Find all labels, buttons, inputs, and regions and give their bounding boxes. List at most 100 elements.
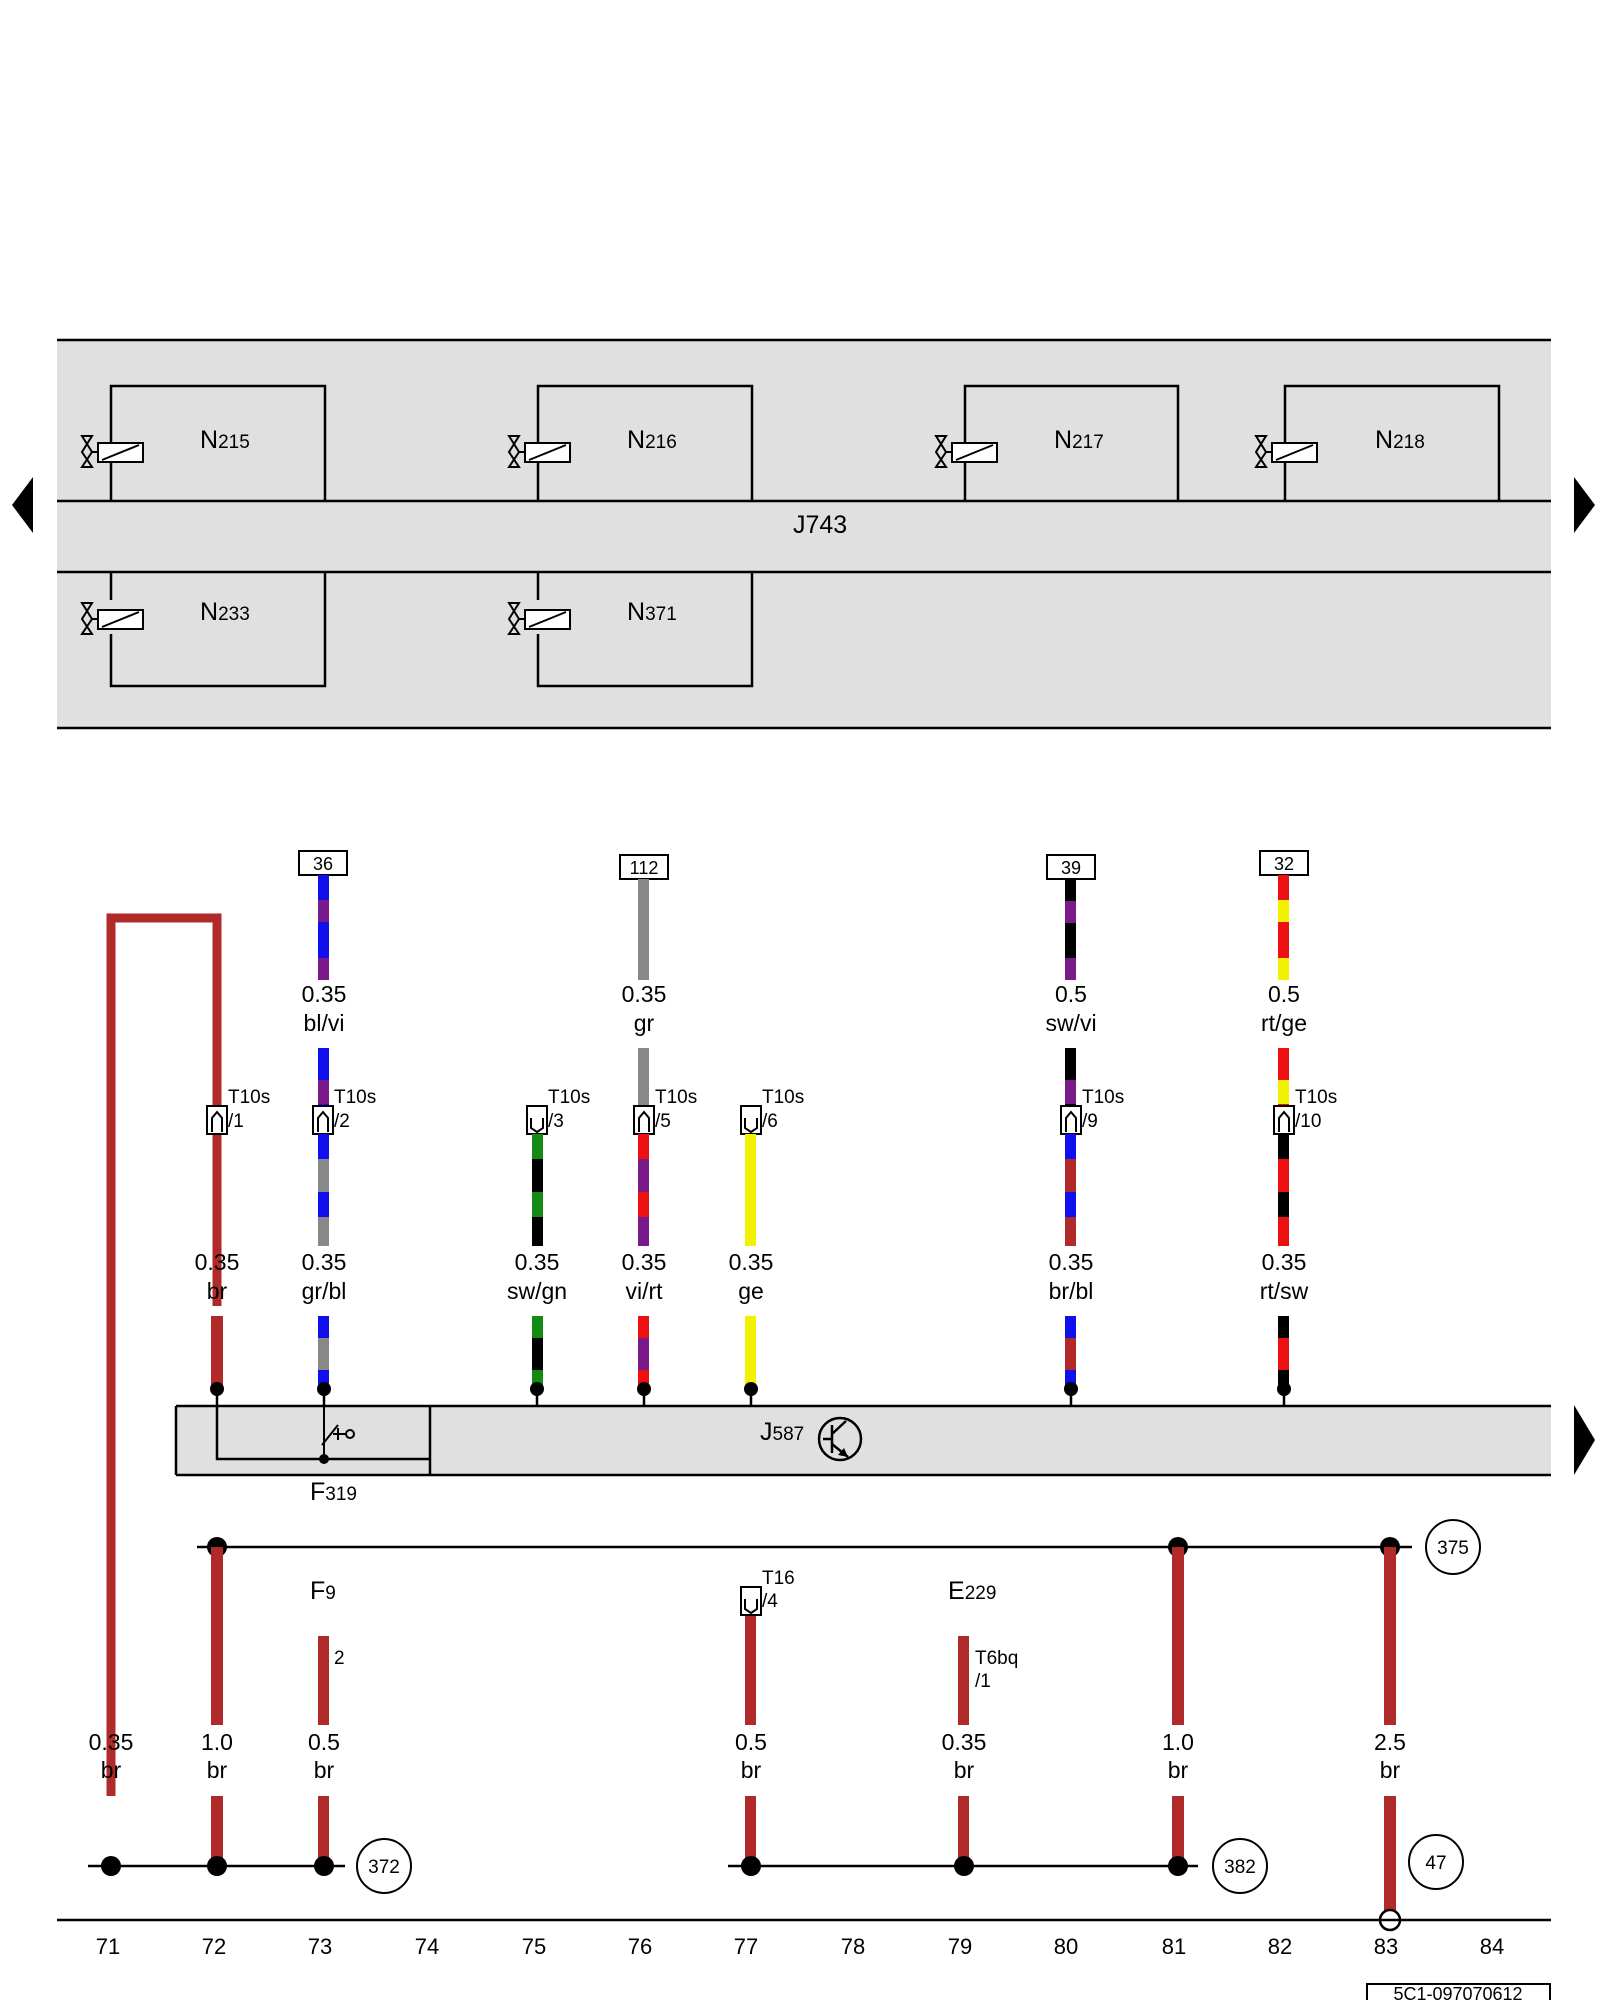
lower-wires [211,1547,1396,1920]
svg-text:T10s: T10s [655,1087,697,1108]
svg-text:72: 72 [202,1934,226,1959]
svg-text:78: 78 [841,1934,865,1959]
svg-text:br/bl: br/bl [1049,1278,1094,1304]
svg-text:/5: /5 [655,1111,671,1132]
valve-n233-label: N233 [200,598,250,626]
ref-box-39 [1046,854,1096,880]
svg-text:T10s: T10s [228,1087,270,1108]
svg-text:vi/rt: vi/rt [625,1278,663,1304]
wire-column-76-upper: 112 0.35 gr [619,854,669,1108]
ref-circle-372-label: 372 [368,1857,400,1878]
mechatronic-module-panel: J743 N215 N216 [57,338,1551,730]
f9-fuse-label: F9 [310,1577,336,1605]
ref-circle-372[interactable] [356,1838,412,1894]
document-code: 5C1-097070612 [1366,1983,1551,2000]
wire-column-75-mid: 0.35 sw/gn [507,1134,567,1386]
svg-text:74: 74 [415,1934,439,1959]
control-unit-j743-label: J743 [793,511,847,539]
t10s-pin-1: T10s /1 [206,1087,270,1135]
column-numbers: 71 72 73 74 75 76 77 78 79 80 81 82 83 8… [96,1934,1504,1959]
t10s-connectors: T10s /1 T10s /2 T10s /3 T10s /5 T10s /6 [206,1087,1337,1135]
continue-arrow-icon[interactable] [1574,1405,1595,1475]
wire-column-73-upper: 36 0.35 bl/vi [298,850,348,1108]
f319-switch-icon [321,1424,339,1446]
svg-text:0.35: 0.35 [729,1249,774,1275]
wire-column-80-mid: 0.35 br/bl [1049,1134,1094,1386]
valve-n218-label: N218 [1375,426,1425,454]
svg-text:0.35: 0.35 [515,1249,560,1275]
wire-column-77-mid: 0.35 ge [729,1134,774,1386]
t10s-pin-2: T10s /2 [312,1087,376,1135]
ref-circle-47[interactable] [1408,1834,1464,1890]
ground-bus-375: 375 [197,1519,1481,1575]
svg-text:0.35: 0.35 [942,1729,987,1755]
ground-point-47: 47 [1378,1834,1464,1932]
wire-39-color: sw/vi [1045,1010,1096,1036]
svg-text:br: br [954,1757,975,1783]
ref-circle-375[interactable] [1425,1519,1481,1575]
svg-text:0.35: 0.35 [195,1249,240,1275]
svg-text:0.5: 0.5 [308,1729,340,1755]
svg-text:/10: /10 [1295,1111,1321,1132]
svg-text:0.35: 0.35 [302,1249,347,1275]
svg-text:/4: /4 [762,1591,778,1612]
ref-circle-47-label: 47 [1425,1853,1446,1874]
j587-label: J587 [760,1418,804,1446]
svg-text:gr/bl: gr/bl [302,1278,347,1304]
svg-text:br: br [207,1278,228,1304]
wire-column-72-mid: 0.35 br [195,1249,240,1304]
ground-bus-372: 372 [88,1838,412,1894]
valve-n215: N215 [80,384,327,501]
loop-wire-br [106,913,222,1796]
page-back-arrow-icon[interactable] [12,477,33,533]
svg-text:76: 76 [628,1934,652,1959]
wire-32-size: 0.5 [1268,981,1300,1007]
svg-text:rt/sw: rt/sw [1260,1278,1309,1304]
page-forward-arrow-icon[interactable] [1574,477,1595,533]
t10s-pin-6: T10s /6 [740,1087,804,1135]
ref-circle-382[interactable] [1212,1838,1268,1894]
ground-bus-382: 382 [728,1838,1268,1894]
svg-text:T10s: T10s [762,1087,804,1108]
svg-text:75: 75 [522,1934,546,1959]
wire-column-82-upper: 32 0.5 rt/ge [1259,850,1309,1108]
valve-n371: N371 [507,572,754,688]
ref-circle-382-label: 382 [1224,1857,1256,1878]
svg-text:1.0: 1.0 [201,1729,233,1755]
svg-text:/9: /9 [1082,1111,1098,1132]
svg-text:/6: /6 [762,1111,778,1132]
svg-text:br: br [1380,1757,1401,1783]
ref-box-32-label: 32 [1274,854,1294,874]
wire-112-size: 0.35 [622,981,667,1007]
t6bq-pin-label: /1 [975,1671,991,1692]
valve-n217-label: N217 [1054,426,1104,454]
wire-112-color: gr [634,1010,655,1036]
svg-text:2.5: 2.5 [1374,1729,1406,1755]
valve-n233: N233 [80,572,327,688]
svg-text:T16: T16 [762,1568,795,1589]
svg-text:0.35: 0.35 [1262,1249,1307,1275]
svg-text:/2: /2 [334,1111,350,1132]
wire-column-76-mid: 0.35 vi/rt [622,1134,666,1386]
svg-text:0.35: 0.35 [89,1729,134,1755]
ref-box-112-label: 112 [630,858,659,878]
f9-pin-label: 2 [334,1648,345,1669]
j587-control-unit-bar: F319 J587 [174,1382,1551,1506]
svg-text:T10s: T10s [1295,1087,1337,1108]
svg-text:/1: /1 [228,1111,244,1132]
svg-text:T10s: T10s [334,1087,376,1108]
wire-36-size: 0.35 [302,981,347,1007]
svg-text:0.5: 0.5 [735,1729,767,1755]
t10s-pin-9: T10s /9 [1060,1087,1124,1135]
svg-text:br: br [101,1757,122,1783]
svg-text:0.35: 0.35 [1049,1249,1094,1275]
t10s-pin-3: T10s /3 [526,1087,590,1135]
wire-39-size: 0.5 [1055,981,1087,1007]
wire-column-73-mid: 0.35 gr/bl [302,1134,347,1386]
valve-n216: N216 [507,384,754,501]
svg-text:br: br [207,1757,228,1783]
svg-text:77: 77 [734,1934,758,1959]
transistor-icon [817,1416,863,1462]
valve-n216-label: N216 [627,426,677,454]
